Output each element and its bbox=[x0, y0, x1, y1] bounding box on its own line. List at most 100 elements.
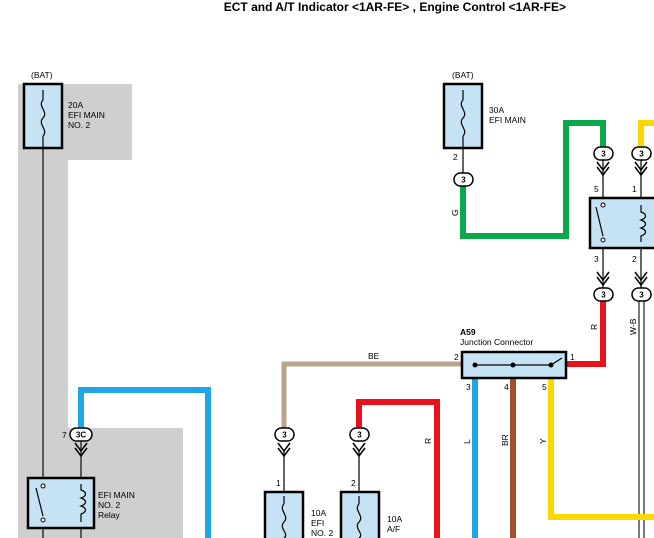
pin-fuse-af: 2 bbox=[351, 478, 356, 488]
relay-right-contact-top bbox=[600, 202, 606, 208]
fuse-efi-no2-name: EFI bbox=[311, 518, 324, 528]
junction-node-2 bbox=[510, 362, 516, 368]
wire-label-white-black: W-B bbox=[628, 318, 638, 335]
pin-jc-4: 4 bbox=[504, 382, 509, 392]
fuse-efi-main-element bbox=[460, 99, 466, 137]
gray-zone-upper bbox=[18, 84, 132, 430]
connector-oval bbox=[631, 287, 652, 302]
connector-green-top: 3 bbox=[593, 146, 614, 177]
relay-efi-main-no2-coil bbox=[79, 484, 87, 522]
wire-label-brown: BR bbox=[500, 434, 510, 446]
connector-number: 3 bbox=[601, 150, 606, 159]
junction-connector-a59 bbox=[460, 350, 568, 380]
wire-yellow-top bbox=[638, 120, 654, 148]
fuse-efi-main-no2-name-2: NO. 2 bbox=[68, 120, 90, 130]
junction-node-1 bbox=[472, 362, 478, 368]
relay-efi-main-no2-contact-bottom bbox=[40, 517, 46, 523]
connector-arrow bbox=[277, 442, 291, 458]
pin-relay-r-5: 5 bbox=[594, 184, 599, 194]
pin-relay-r-2: 2 bbox=[632, 254, 637, 264]
connector-fuse-af: 3 bbox=[349, 427, 370, 458]
relay-efi-main-no2-switch-arm bbox=[35, 487, 44, 517]
fuse-efi-main-no2-name: EFI MAIN bbox=[68, 110, 105, 120]
connector-symbols: 3 3 3 3 3 3C 3 bbox=[69, 146, 652, 458]
connector-oval bbox=[274, 427, 295, 442]
relay-efi-main-no2 bbox=[26, 476, 96, 530]
fuse-af-rating: 10A bbox=[387, 514, 402, 524]
connector-arrow bbox=[352, 442, 366, 458]
connector-relay-bottom-right: 3 bbox=[631, 271, 652, 302]
relay-efi-main-no2-box bbox=[26, 476, 96, 530]
pin-relay-r-1: 1 bbox=[632, 184, 637, 194]
junction-connector-name: Junction Connector bbox=[460, 337, 533, 347]
fuse-efi-main-no2-element bbox=[40, 99, 46, 137]
connector-bat-30a: 3 bbox=[453, 172, 474, 187]
fuse-af-element bbox=[356, 503, 362, 538]
connector-arrow bbox=[596, 161, 610, 177]
labels: (BAT) (BAT) 20A EFI MAIN NO. 2 30A EFI M… bbox=[31, 70, 638, 538]
wire-label-tan: BE bbox=[368, 351, 380, 361]
pin-jc-1: 1 bbox=[570, 352, 575, 362]
connector-oval bbox=[593, 287, 614, 302]
pin-relay-r-3: 3 bbox=[594, 254, 599, 264]
fuse-af bbox=[339, 490, 381, 538]
wire-label-green: G bbox=[450, 209, 460, 216]
relay-right-coil bbox=[639, 205, 647, 242]
relay-right bbox=[588, 196, 654, 250]
connector-oval bbox=[349, 427, 370, 442]
connector-number: 3 bbox=[282, 431, 287, 440]
connector-number: 3 bbox=[357, 431, 362, 440]
wire-label-red-lower: R bbox=[423, 438, 433, 444]
connector-oval bbox=[69, 427, 93, 442]
fuse-efi-no2-element bbox=[281, 503, 287, 538]
fuse-efi-main-no2 bbox=[22, 82, 64, 150]
bat-left-label: (BAT) bbox=[31, 70, 53, 80]
connector-oval bbox=[453, 172, 474, 187]
wire-label-yellow: Y bbox=[538, 438, 548, 444]
fuse-efi-main-rating: 30A bbox=[489, 105, 504, 115]
wire-green bbox=[460, 120, 606, 239]
wire-tan bbox=[281, 361, 462, 430]
connector-oval bbox=[631, 146, 652, 161]
pin-fuse-efi-no2: 1 bbox=[276, 478, 281, 488]
connector-number: 3 bbox=[601, 291, 606, 300]
wire-label-blue: L bbox=[462, 439, 472, 444]
connector-arrow bbox=[634, 161, 648, 177]
wire-blue-left bbox=[78, 387, 211, 538]
fuse-efi-no2-name-2: NO. 2 bbox=[311, 528, 333, 538]
fuse-efi-no2 bbox=[263, 490, 305, 538]
connector-3c: 3C bbox=[69, 427, 93, 458]
connector-arrow bbox=[74, 442, 88, 458]
connector-relay-bottom-left: 3 bbox=[593, 271, 614, 302]
pin-jc-3: 3 bbox=[466, 382, 471, 392]
pin-fuse30a-bottom: 2 bbox=[453, 152, 458, 162]
relay-efi-main-no2-name-2: NO. 2 bbox=[98, 500, 120, 510]
wire-yellow bbox=[548, 378, 654, 520]
wire-label-red-upper: R bbox=[589, 324, 599, 330]
junction-connector-id: A59 bbox=[460, 327, 476, 337]
connector-number: 3C bbox=[76, 431, 86, 440]
wire-red-upper bbox=[566, 300, 606, 367]
relay-right-switch-arm bbox=[595, 206, 604, 237]
fuse-efi-no2-rating: 10A bbox=[311, 508, 326, 518]
relay-right-contact-bottom bbox=[600, 237, 606, 243]
connector-yellow-top: 3 bbox=[631, 146, 652, 177]
relay-efi-main-no2-contact-top bbox=[40, 483, 46, 489]
pin-jc-2: 2 bbox=[454, 352, 459, 362]
fuse-efi-main bbox=[442, 82, 484, 150]
connector-oval bbox=[593, 146, 614, 161]
relay-efi-main-no2-name-3: Relay bbox=[98, 510, 120, 520]
page-title: ECT and A/T Indicator <1AR-FE> , Engine … bbox=[223, 0, 566, 14]
connector-number: 3 bbox=[639, 150, 644, 159]
connector-arrow bbox=[634, 271, 648, 287]
pin-jc-5: 5 bbox=[542, 382, 547, 392]
wire-red-lower bbox=[356, 399, 440, 538]
relay-efi-main-no2-name: EFI MAIN bbox=[98, 490, 135, 500]
fuse-efi-main-no2-rating: 20A bbox=[68, 100, 83, 110]
connector-number: 3 bbox=[639, 291, 644, 300]
fuse-efi-main-name: EFI MAIN bbox=[489, 115, 526, 125]
fuse-af-name: A/F bbox=[387, 524, 400, 534]
connector-arrow bbox=[596, 271, 610, 287]
pin-3c-7: 7 bbox=[62, 430, 67, 440]
